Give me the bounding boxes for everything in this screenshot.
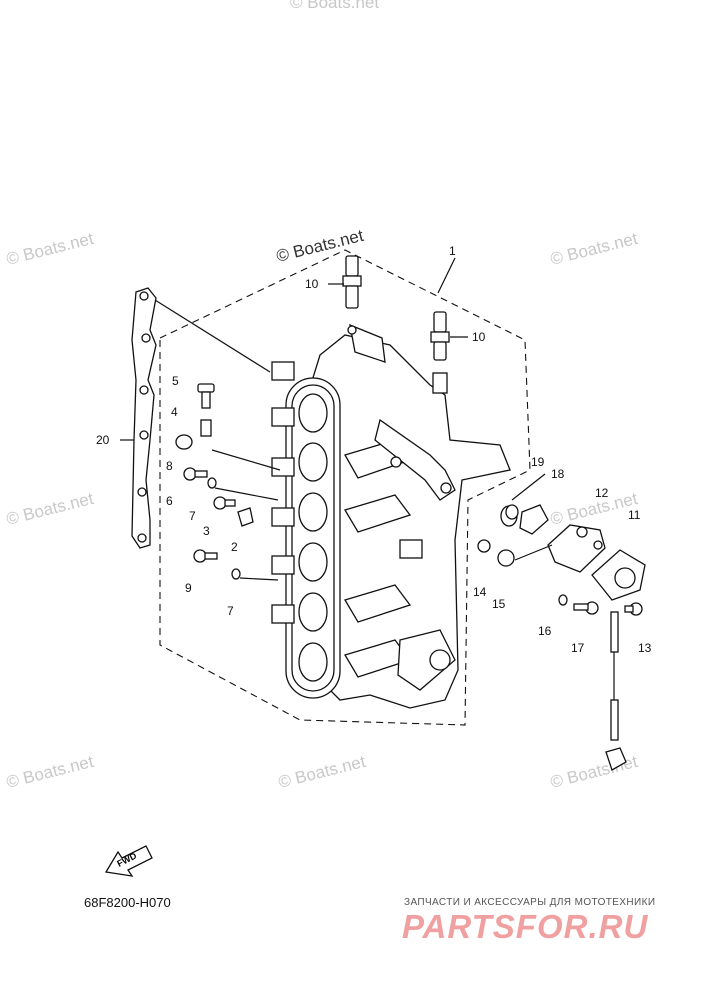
watermark: © Boats.net <box>4 229 95 269</box>
leader-line <box>214 487 279 501</box>
callout-9: 9 <box>185 581 192 595</box>
watermark: © Boats.net <box>4 489 95 529</box>
callout-19: 19 <box>531 455 545 469</box>
callout-8: 8 <box>166 459 173 473</box>
callout-13: 13 <box>638 641 652 655</box>
callout-5: 5 <box>172 374 179 388</box>
nipple <box>342 255 362 309</box>
diagram-code: 68F8200-H070 <box>84 895 171 910</box>
screw <box>213 496 236 510</box>
callout-7: 7 <box>189 509 196 523</box>
screw <box>193 549 218 563</box>
spring <box>500 504 519 527</box>
leader-line <box>437 257 456 294</box>
screw <box>624 602 643 616</box>
brand-tagline: ЗАПЧАСТИ И АКСЕССУАРЫ ДЛЯ МОТОТЕХНИКИ <box>404 897 656 908</box>
callout-6: 6 <box>166 494 173 508</box>
leader-line <box>154 299 271 373</box>
callout-2: 2 <box>231 540 238 554</box>
screw <box>197 383 215 409</box>
spring <box>200 419 212 437</box>
callout-10: 10 <box>305 277 319 291</box>
watermark: © Boats.net <box>548 229 639 269</box>
bracket <box>547 524 606 573</box>
callout-14: 14 <box>473 585 487 599</box>
plug <box>175 434 193 450</box>
callout-10: 10 <box>472 330 486 344</box>
screw <box>183 467 208 481</box>
callout-12: 12 <box>595 486 609 500</box>
washer <box>207 477 217 489</box>
collar <box>477 539 491 553</box>
fwd-arrow: FWD <box>104 845 153 877</box>
washer <box>231 568 241 580</box>
callout-1: 1 <box>449 244 456 258</box>
callout-18: 18 <box>551 467 565 481</box>
clip <box>237 507 254 527</box>
nipple <box>430 311 450 361</box>
bushing <box>497 549 515 567</box>
callout-7: 7 <box>227 604 234 618</box>
assembly-boundary <box>159 249 531 726</box>
gasket <box>131 287 157 549</box>
leader-line <box>211 449 281 471</box>
callout-15: 15 <box>492 597 506 611</box>
watermark: © Boats.net <box>4 752 95 792</box>
watermark: © Boats.net <box>548 752 639 792</box>
callout-3: 3 <box>203 524 210 538</box>
screw <box>573 601 599 615</box>
brand-logo: PARTSFOR.RU <box>402 908 649 945</box>
callout-16: 16 <box>538 624 552 638</box>
watermark: © Boats.net <box>290 0 379 12</box>
callout-20: 20 <box>96 433 110 447</box>
leader-line <box>514 544 553 561</box>
leader-line <box>511 473 546 501</box>
callout-11: 11 <box>628 508 641 522</box>
callout-4: 4 <box>171 405 178 419</box>
sensor-lead <box>605 611 627 771</box>
cap <box>519 504 549 535</box>
watermark: © Boats.net <box>276 752 367 792</box>
leader-line <box>239 577 279 581</box>
intake-body <box>271 323 511 709</box>
throttle-position-sensor <box>591 549 646 601</box>
callout-17: 17 <box>571 641 585 655</box>
washer <box>558 594 568 606</box>
